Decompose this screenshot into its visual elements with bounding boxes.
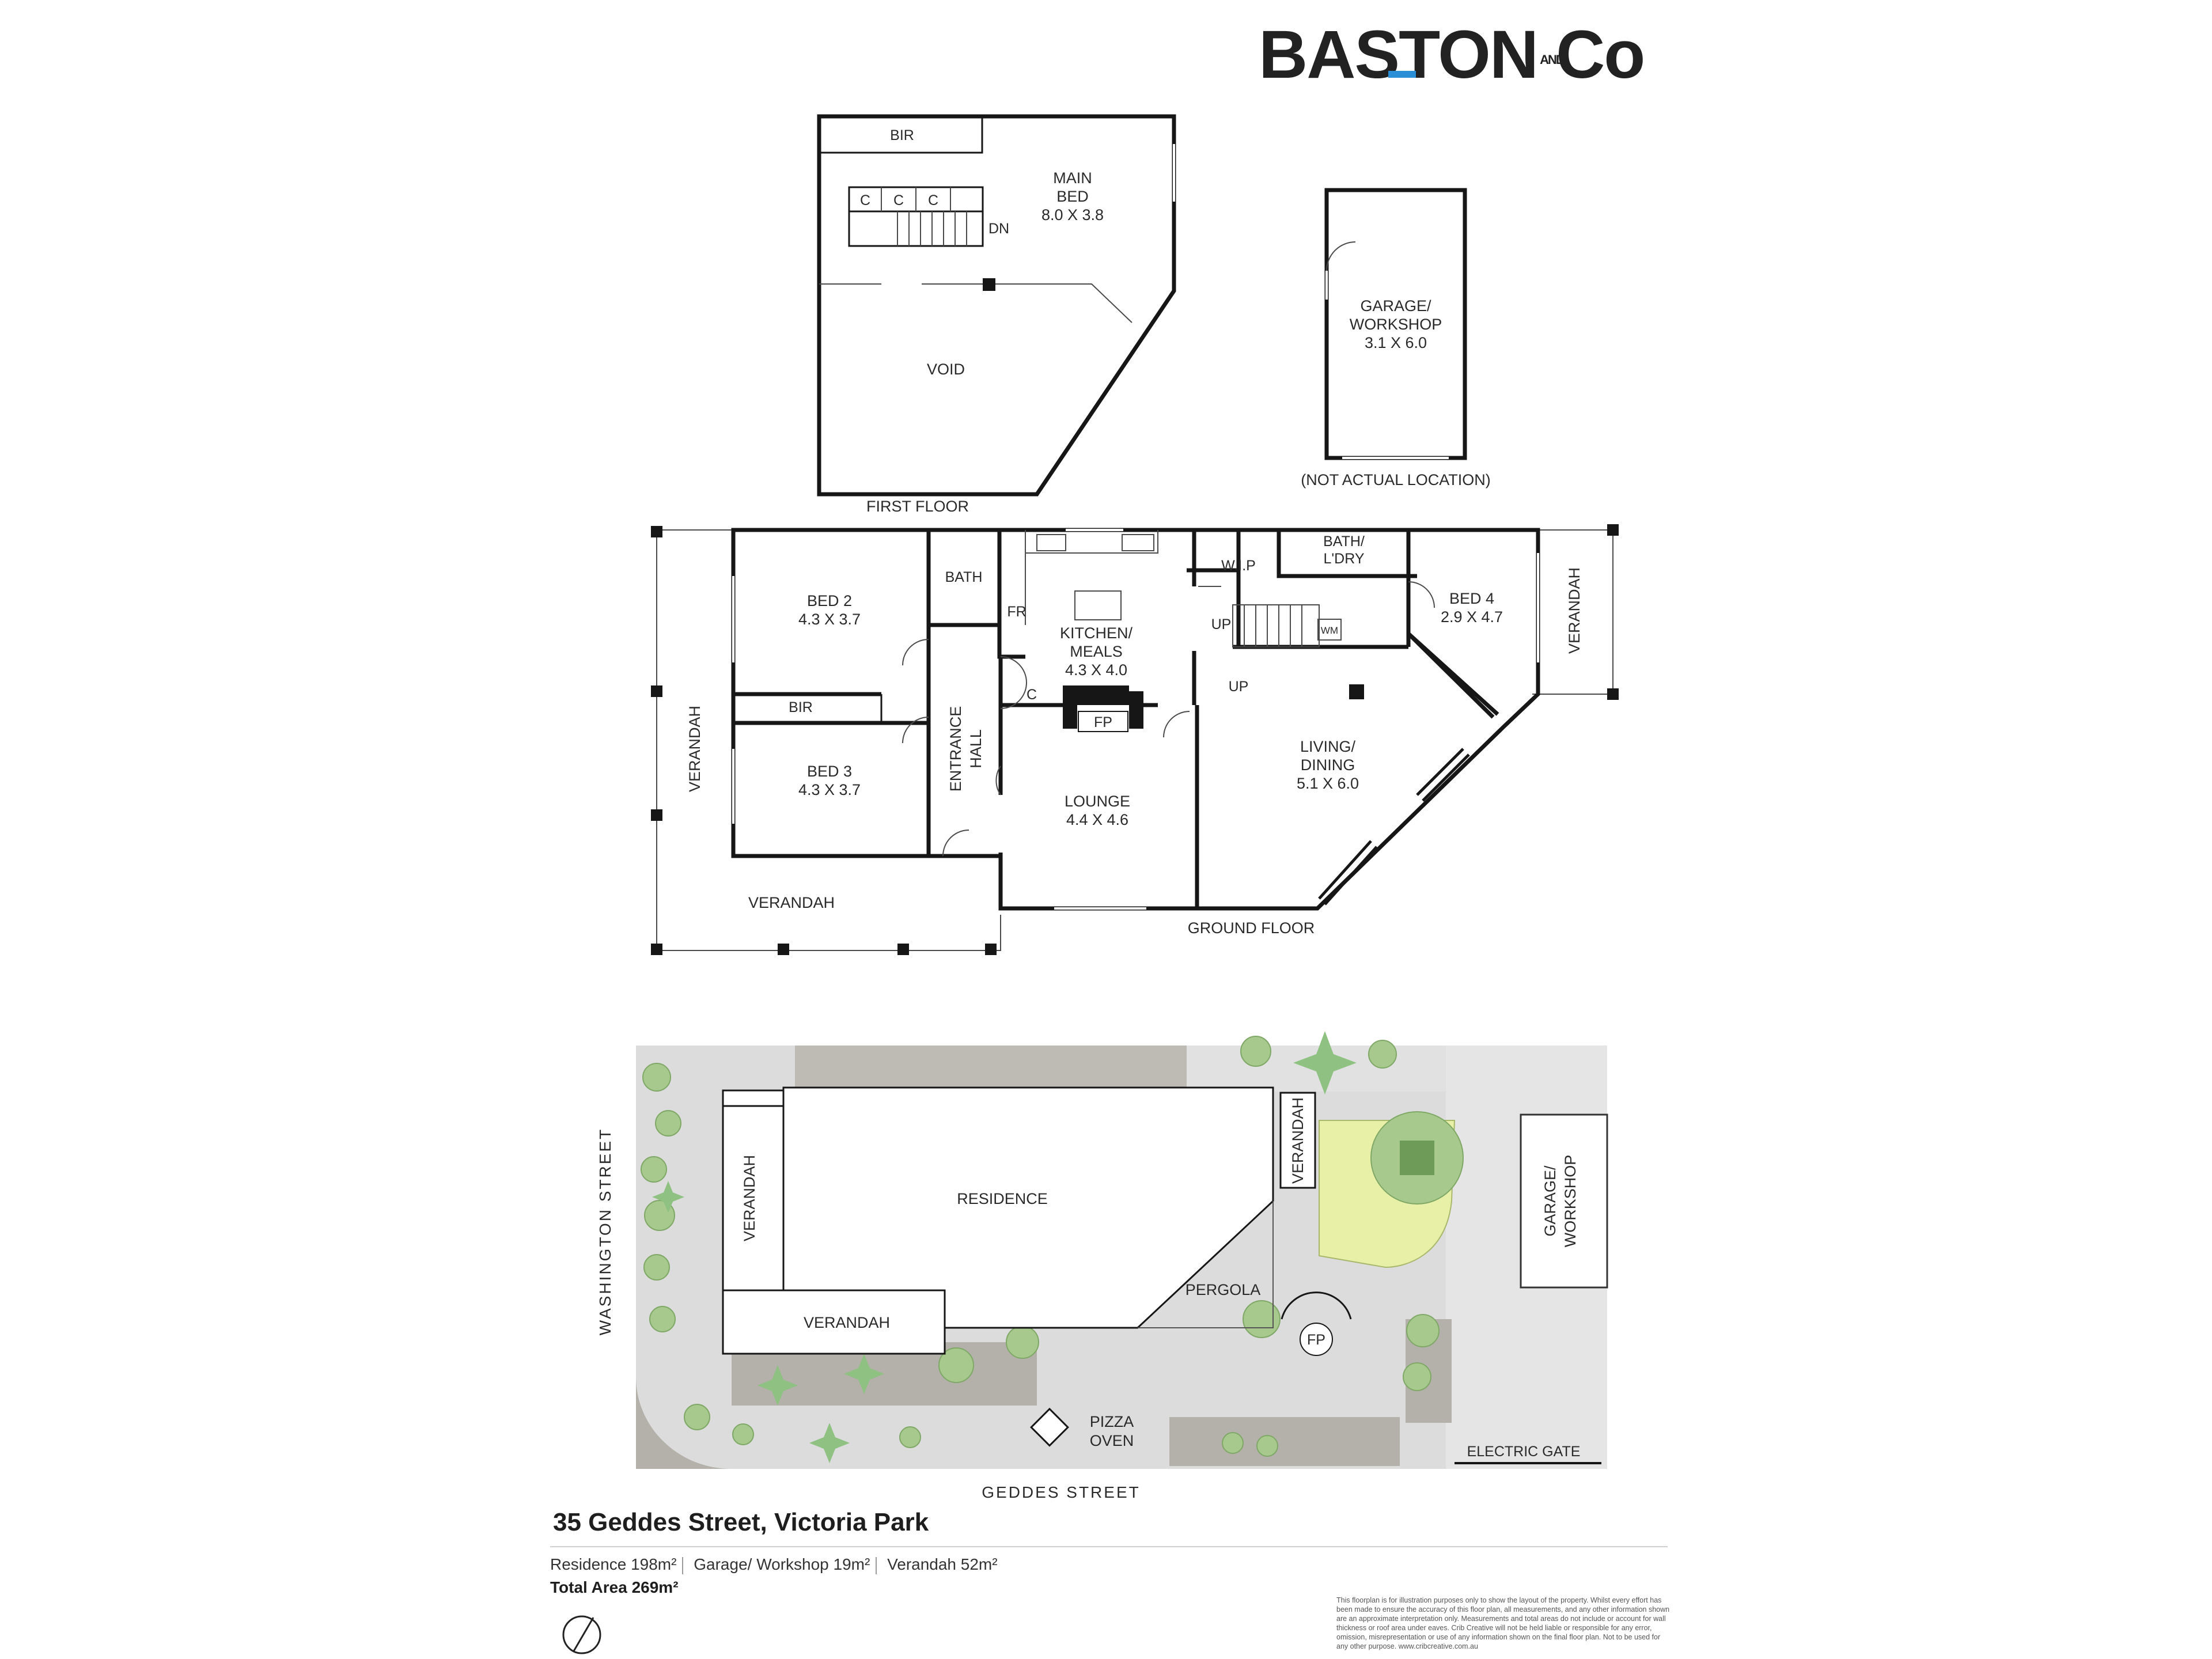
living-label-2: DINING [1301,756,1355,774]
bed3-label: BED 3 [807,763,852,780]
entrance-label: ENTRANCE [947,706,964,792]
area-breakdown: Residence 198m² Garage/ Workshop 19m² Ve… [550,1555,998,1574]
hall-label: HALL [967,729,984,768]
verandah-area-label: Verandah [887,1555,956,1573]
footer-divider [550,1546,1668,1547]
bed2-label: BED 2 [807,592,852,609]
garage-plan: GARAGE/ WORKSHOP 3.1 X 6.0 (NOT ACTUAL L… [1301,188,1491,488]
void-label: VOID [927,361,965,378]
kitchen-label-2: MEALS [1070,643,1123,660]
bath-ldry-label-2: L'DRY [1323,551,1364,567]
stair-up-label-1: UP [1211,616,1232,632]
total-area-value: 269m² [631,1578,679,1596]
garage-plan-label-2: WORKSHOP [1350,316,1442,333]
lounge-label: LOUNGE [1065,793,1130,810]
living-size: 5.1 X 6.0 [1297,775,1359,792]
first-floor-plan: BIR C C C DN MAIN BED 8.0 X 3.8 VOID FIR… [817,114,1176,515]
main-bed-label-1: MAIN [1053,169,1092,187]
bed4-label: BED 4 [1449,590,1494,607]
disclaimer-text: This floorplan is for illustration purpo… [1336,1596,1670,1650]
fridge-label: FR [1007,604,1026,620]
site-fp-label: FP [1307,1332,1325,1348]
bed2-size: 4.3 X 3.7 [798,611,861,628]
washing-machine-label: WM [1321,625,1338,636]
verandah-bottom-label: VERANDAH [748,894,835,911]
lounge-size: 4.4 X 4.6 [1066,811,1128,828]
garage-area-label: Garage/ Workshop [694,1555,829,1573]
ff-stair-dn: DN [988,221,1009,237]
fireplace-label: FP [1094,714,1112,730]
site-garage-label-1: GARAGE/ [1541,1165,1559,1237]
total-area-label: Total Area [550,1578,627,1596]
bath-ldry-label-1: BATH/ [1323,533,1365,550]
brand-name-right: Co [1556,17,1645,93]
kitchen-size: 4.3 X 4.0 [1065,661,1127,679]
ff-closet-3: C [928,192,938,209]
bed3-size: 4.3 X 3.7 [798,781,861,798]
brand-accent-dash [1388,71,1416,78]
site-verandah-left: VERANDAH [741,1155,758,1241]
pizza-oven-label-2: OVEN [1090,1432,1134,1449]
gf-closet-label: C [1027,687,1037,703]
site-garage-label-2: WORKSHOP [1562,1155,1579,1248]
bath-label: BATH [945,569,983,585]
first-floor-label: FIRST FLOOR [866,498,969,515]
garage-area-value: 19m² [833,1555,870,1573]
main-bed-label-2: BED [1056,188,1089,205]
site-residence-label: RESIDENCE [957,1190,1048,1207]
site-verandah-right: VERANDAH [1289,1097,1306,1184]
garage-not-actual-note: (NOT ACTUAL LOCATION) [1301,471,1491,488]
verandah-right-label: VERANDAH [1566,567,1583,654]
stair-up-label-2: UP [1229,679,1249,695]
ground-floor-plan: BED 2 4.3 X 3.7 BIR BED 3 4.3 X 3.7 BATH… [651,524,1619,955]
garage-plan-size: 3.1 X 6.0 [1365,334,1427,351]
bed4-size: 2.9 X 4.7 [1441,608,1503,626]
site-verandah-bottom: VERANDAH [804,1314,890,1331]
total-area: Total Area 269m² [550,1578,679,1597]
residence-area-value: 198m² [631,1555,677,1573]
verandah-area-value: 52m² [960,1555,998,1573]
ground-floor-label: GROUND FLOOR [1188,919,1315,937]
site-plan: RESIDENCE VERANDAH VERANDAH VERANDAH PER… [596,1031,1608,1501]
ff-bir-label: BIR [890,127,914,143]
garage-plan-label-1: GARAGE/ [1360,297,1431,315]
brand-name-left: BASTON [1259,17,1539,93]
north-arrow-icon [562,1615,601,1654]
gf-bir-label: BIR [789,699,813,715]
kitchen-label-1: KITCHEN/ [1060,624,1133,642]
washington-street-label: WASHINGTON STREET [596,1128,614,1336]
wip-label: W.I.P [1221,558,1256,574]
residence-area-label: Residence [550,1555,627,1573]
electric-gate-label: ELECTRIC GATE [1467,1444,1581,1460]
property-address: 35 Geddes Street, Victoria Park [553,1508,929,1536]
main-bed-size: 8.0 X 3.8 [1041,206,1104,224]
ff-closet-2: C [893,192,904,209]
geddes-street-label: GEDDES STREET [982,1483,1140,1501]
verandah-left-label: VERANDAH [686,706,703,792]
ff-closet-1: C [860,192,870,209]
pergola-label: PERGOLA [1185,1281,1261,1298]
living-label-1: LIVING/ [1300,738,1356,755]
pizza-oven-label-1: PIZZA [1090,1413,1134,1430]
